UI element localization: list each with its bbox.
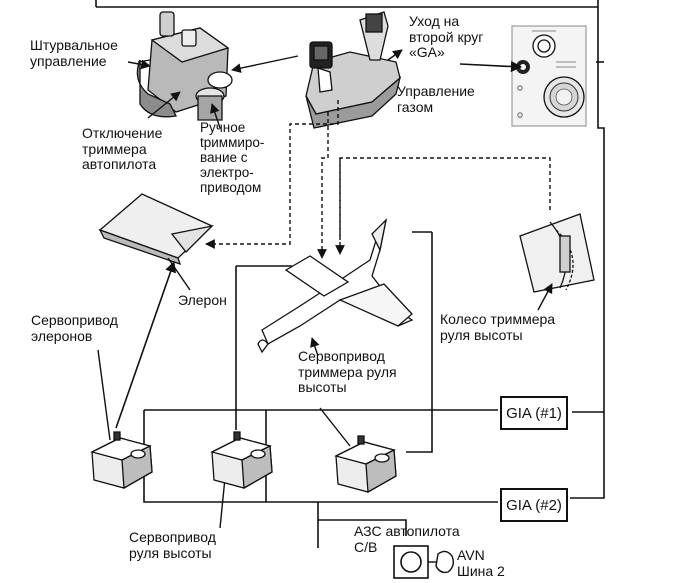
label-manual-trim: Ручное tриммиро- вание с электро- привод… [200,120,265,195]
label-pitch-trim-servo: Сервопривод триммера руля высоты [298,348,397,395]
dashed-linkages [205,100,551,259]
trim-servo-leader [310,337,320,357]
throttle-lever-illustration [305,11,402,129]
aileron-servo [90,431,153,490]
label-aileron-servo: Сервопривод элеронов [31,312,118,344]
yoke-illustration [136,11,233,121]
trim-wheel-leader [537,283,553,311]
throttle-panel [511,25,587,127]
throttle-from-panel-arrow [387,49,403,61]
yoke-leader [127,59,151,70]
gia-2-box: GIA (#2) [500,488,568,522]
label-ap-breaker: АЗС автопилота C/B [354,523,460,555]
label-yoke: Штурвальное управление [30,37,118,69]
trim-wheel-illustration [519,213,595,293]
label-aileron: Элерон [178,292,227,308]
aileron-servo-leader [97,349,111,441]
solid-linkages [143,7,605,548]
trim-servo-link [319,407,351,447]
gia-1-box: GIA (#1) [500,396,568,430]
go-around-leader [459,60,523,73]
ap-circuit-breaker [393,545,429,579]
label-go-around: Уход на второй круг «GA» [409,13,484,60]
elevator-servo [210,431,273,490]
throttle-to-yoke-arrow [231,55,299,73]
label-avn-bus: AVN Шина 2 [457,547,505,579]
label-elevator-servo: Сервопривод руля высоты [129,529,216,561]
airplane-illustration [257,218,414,354]
avn-bus-connector [435,550,455,574]
ap-disconnect-leader [147,91,181,119]
label-throttle: Управление газом [397,83,475,115]
aileron-illustration [98,193,214,266]
manual-trim-leader [210,103,221,129]
trim-servo [334,435,397,494]
aileron-to-servo-arrow [115,260,176,429]
label-ap-disconnect: Отключение триммера автопилота [82,125,163,172]
top-panel-frame [95,0,599,8]
label-pitch-trim-wheel: Колесо триммера руля высоты [440,311,556,343]
